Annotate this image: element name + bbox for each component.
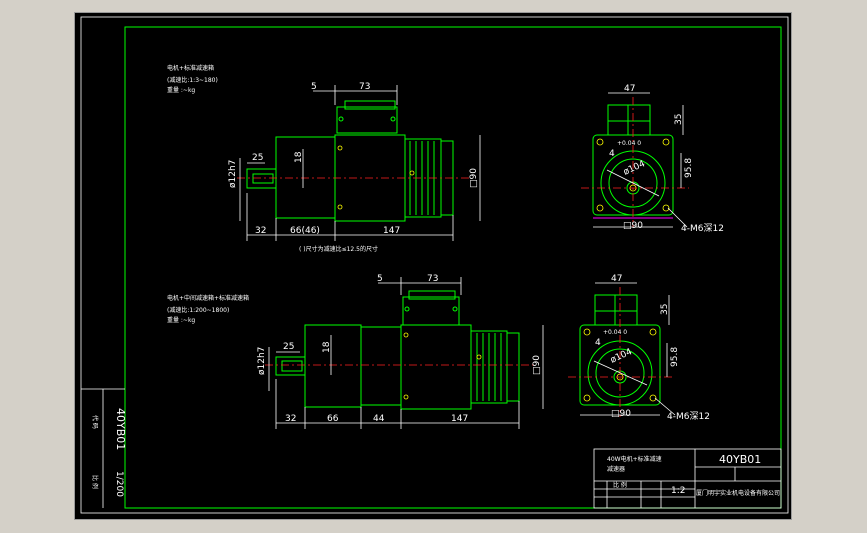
s1-dim-tol: +0.04 0 bbox=[617, 140, 641, 147]
side-strip: 40YB01 代 码 比 例 1/200 bbox=[81, 388, 127, 508]
v2-dim-18: 18 bbox=[322, 341, 332, 353]
v1-dim-25: 25 bbox=[252, 153, 263, 163]
view1-ratio: (减速比:1:3~180) bbox=[167, 76, 218, 84]
tb-scale: 1:2 bbox=[671, 486, 685, 496]
tb-desc1: 40W电机+标准减速 bbox=[607, 455, 662, 463]
view2-title: 电机+中间减速箱+标准减速箱 bbox=[167, 294, 249, 302]
tb-company: 厦门明宇实业机电设备有限公司 bbox=[696, 489, 780, 497]
view2-weight: 重量 :~kg bbox=[167, 316, 195, 324]
v2-dim-66: 66 bbox=[327, 414, 339, 424]
v1-dim-5: 5 bbox=[311, 82, 317, 92]
s1-dim-d104: ø104 bbox=[622, 159, 647, 178]
inner-border bbox=[124, 26, 782, 509]
v2-dim-5: 5 bbox=[377, 274, 383, 284]
strip-code: 40YB01 bbox=[114, 408, 127, 450]
engineering-drawing: 40YB01 代 码 比 例 1/200 电机+标准减速箱 (减速比:1:3~1… bbox=[80, 16, 789, 514]
front-view-1: 电机+标准减速箱 (减速比:1:3~180) 重量 :~kg 5 73 bbox=[167, 64, 481, 253]
s1-dim-sq90: □90 bbox=[623, 221, 643, 231]
v1-dim-66: 66(46) bbox=[290, 226, 320, 236]
s1-holes: 4-M6深12 bbox=[681, 223, 724, 234]
s2-dim-95: 95.8 bbox=[670, 347, 680, 367]
side-view-2: 47 35 4 +0.04 0 ø104 95.8 □90 4-M6深12 bbox=[568, 274, 710, 422]
v2-dim-147: 147 bbox=[451, 414, 468, 424]
v2-dim-44: 44 bbox=[373, 414, 385, 424]
s2-dim-tol: +0.04 0 bbox=[603, 329, 627, 336]
v1-dim-18: 18 bbox=[294, 151, 304, 163]
view1-weight: 重量 :~kg bbox=[167, 86, 195, 94]
v1-dim-sq90: □90 bbox=[469, 168, 479, 188]
v2-dim-73: 73 bbox=[427, 274, 438, 284]
v2-dim-25: 25 bbox=[283, 342, 294, 352]
v1-dim-73: 73 bbox=[359, 82, 370, 92]
front-view-2: 电机+中间减速箱+标准减速箱 (减速比:1:200~1800) 重量 :~kg … bbox=[167, 274, 544, 429]
cad-canvas[interactable]: 40YB01 代 码 比 例 1/200 电机+标准减速箱 (减速比:1:3~1… bbox=[74, 12, 792, 520]
tb-desc2: 减速器 bbox=[607, 465, 625, 473]
s1-dim-47: 47 bbox=[624, 84, 635, 94]
v2-dim-32: 32 bbox=[285, 414, 296, 424]
s2-holes: 4-M6深12 bbox=[667, 411, 710, 422]
view2-ratio: (减速比:1:200~1800) bbox=[167, 306, 229, 314]
title-block: 40YB01 40W电机+标准减速 减速器 比 例 1:2 厦门明宇实业机电设备… bbox=[593, 448, 782, 509]
v1-dim-d12h7: ø12h7 bbox=[228, 160, 238, 188]
tb-label-scale: 比 例 bbox=[613, 481, 627, 489]
v2-dim-sq90: □90 bbox=[532, 355, 542, 375]
outer-border bbox=[80, 16, 789, 514]
strip-label-a: 代 码 bbox=[91, 415, 99, 429]
s2-dim-47: 47 bbox=[611, 274, 622, 284]
tb-model: 40YB01 bbox=[719, 453, 761, 466]
v1-dim-32: 32 bbox=[255, 226, 266, 236]
view1-title: 电机+标准减速箱 bbox=[167, 64, 214, 72]
v1-note: ( )尺寸为减速比≤12.5的尺寸 bbox=[299, 245, 378, 253]
v1-dim-147: 147 bbox=[383, 226, 400, 236]
s2-dim-sq90: □90 bbox=[611, 409, 631, 419]
s2-dim-4: 4 bbox=[595, 338, 601, 348]
strip-scale: 1/200 bbox=[114, 471, 124, 497]
strip-label-b: 比 例 bbox=[91, 475, 99, 489]
side-view-1: 47 35 4 +0.04 0 ø104 95.8 □90 4-M6深12 bbox=[581, 84, 724, 234]
s2-dim-35: 35 bbox=[660, 304, 670, 315]
v2-dim-d12h7: ø12h7 bbox=[257, 347, 267, 375]
s1-dim-4: 4 bbox=[609, 149, 615, 159]
s1-dim-95: 95.8 bbox=[684, 158, 694, 178]
s1-dim-35: 35 bbox=[674, 114, 684, 125]
